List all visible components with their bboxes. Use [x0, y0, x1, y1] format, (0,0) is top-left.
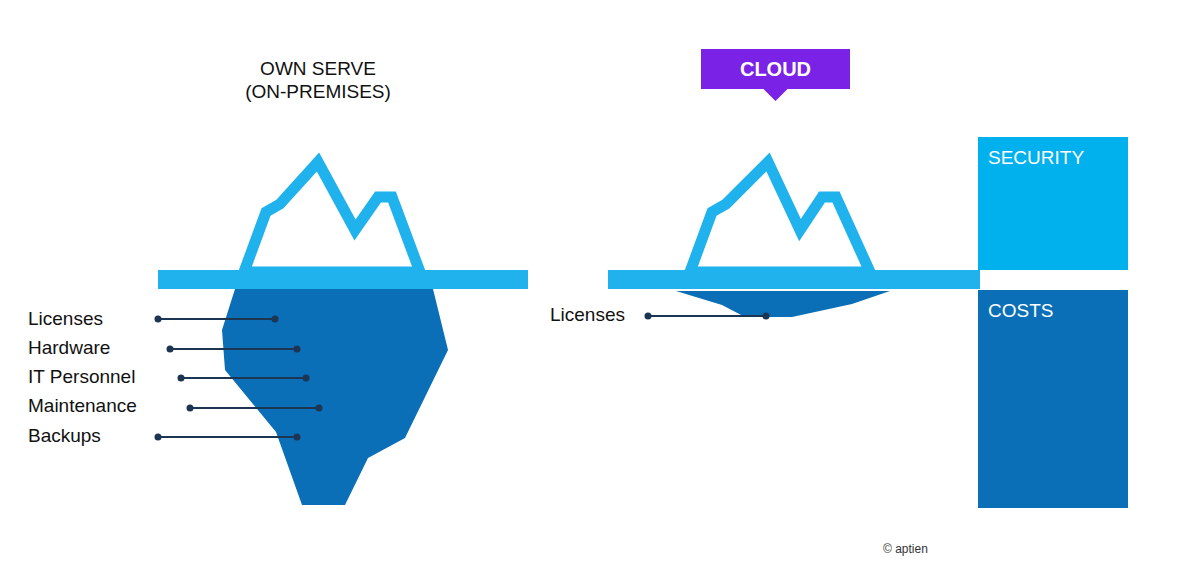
leader-dot	[645, 313, 652, 320]
iceberg-top	[690, 162, 870, 272]
node-text: CLOUD	[709, 57, 842, 81]
iceberg-underwater	[222, 289, 448, 505]
tag-banner: CLOUD	[701, 49, 850, 101]
panel-heading: OWN SERVE (ON-PREMISES)	[242, 58, 394, 104]
cost-item: Hardware	[28, 337, 110, 360]
leader-dot	[294, 434, 301, 441]
leader-line	[158, 318, 275, 320]
leader-line	[648, 315, 766, 317]
waterline	[608, 270, 980, 289]
cost-item: Maintenance	[28, 395, 137, 418]
leader-dot	[167, 346, 174, 353]
leader-dot	[187, 405, 194, 412]
leader-dot	[294, 346, 301, 353]
watermark: © aptien	[883, 542, 928, 556]
banner-fill	[701, 49, 850, 101]
leader-dot	[763, 313, 770, 320]
node-text: SECURITY	[988, 147, 1118, 170]
node-text: COSTS	[988, 300, 1118, 323]
iceberg-top	[244, 162, 420, 272]
cost-item: Licenses	[28, 308, 103, 331]
leader-dot	[272, 316, 279, 323]
bar-fill	[978, 290, 1128, 508]
iceberg-underwater	[676, 291, 890, 317]
leader-dot	[155, 316, 162, 323]
leader-lines	[155, 313, 770, 441]
leader-dot	[178, 375, 185, 382]
leader-dot	[155, 434, 162, 441]
leader-line	[181, 377, 306, 379]
bar-fill	[978, 137, 1128, 270]
leader-line	[190, 407, 319, 409]
leader-dot	[303, 375, 310, 382]
cost-item: Licenses	[550, 304, 625, 327]
bar-shape	[978, 290, 1128, 508]
leader-line	[170, 348, 297, 350]
security-bar: SECURITY	[978, 137, 1128, 270]
waterline	[158, 270, 528, 289]
cost-item: Backups	[28, 425, 101, 448]
leader-dot	[316, 405, 323, 412]
costs-bar: COSTS	[978, 290, 1128, 508]
leader-line	[158, 436, 297, 438]
cost-item: IT Personnel	[28, 366, 135, 389]
